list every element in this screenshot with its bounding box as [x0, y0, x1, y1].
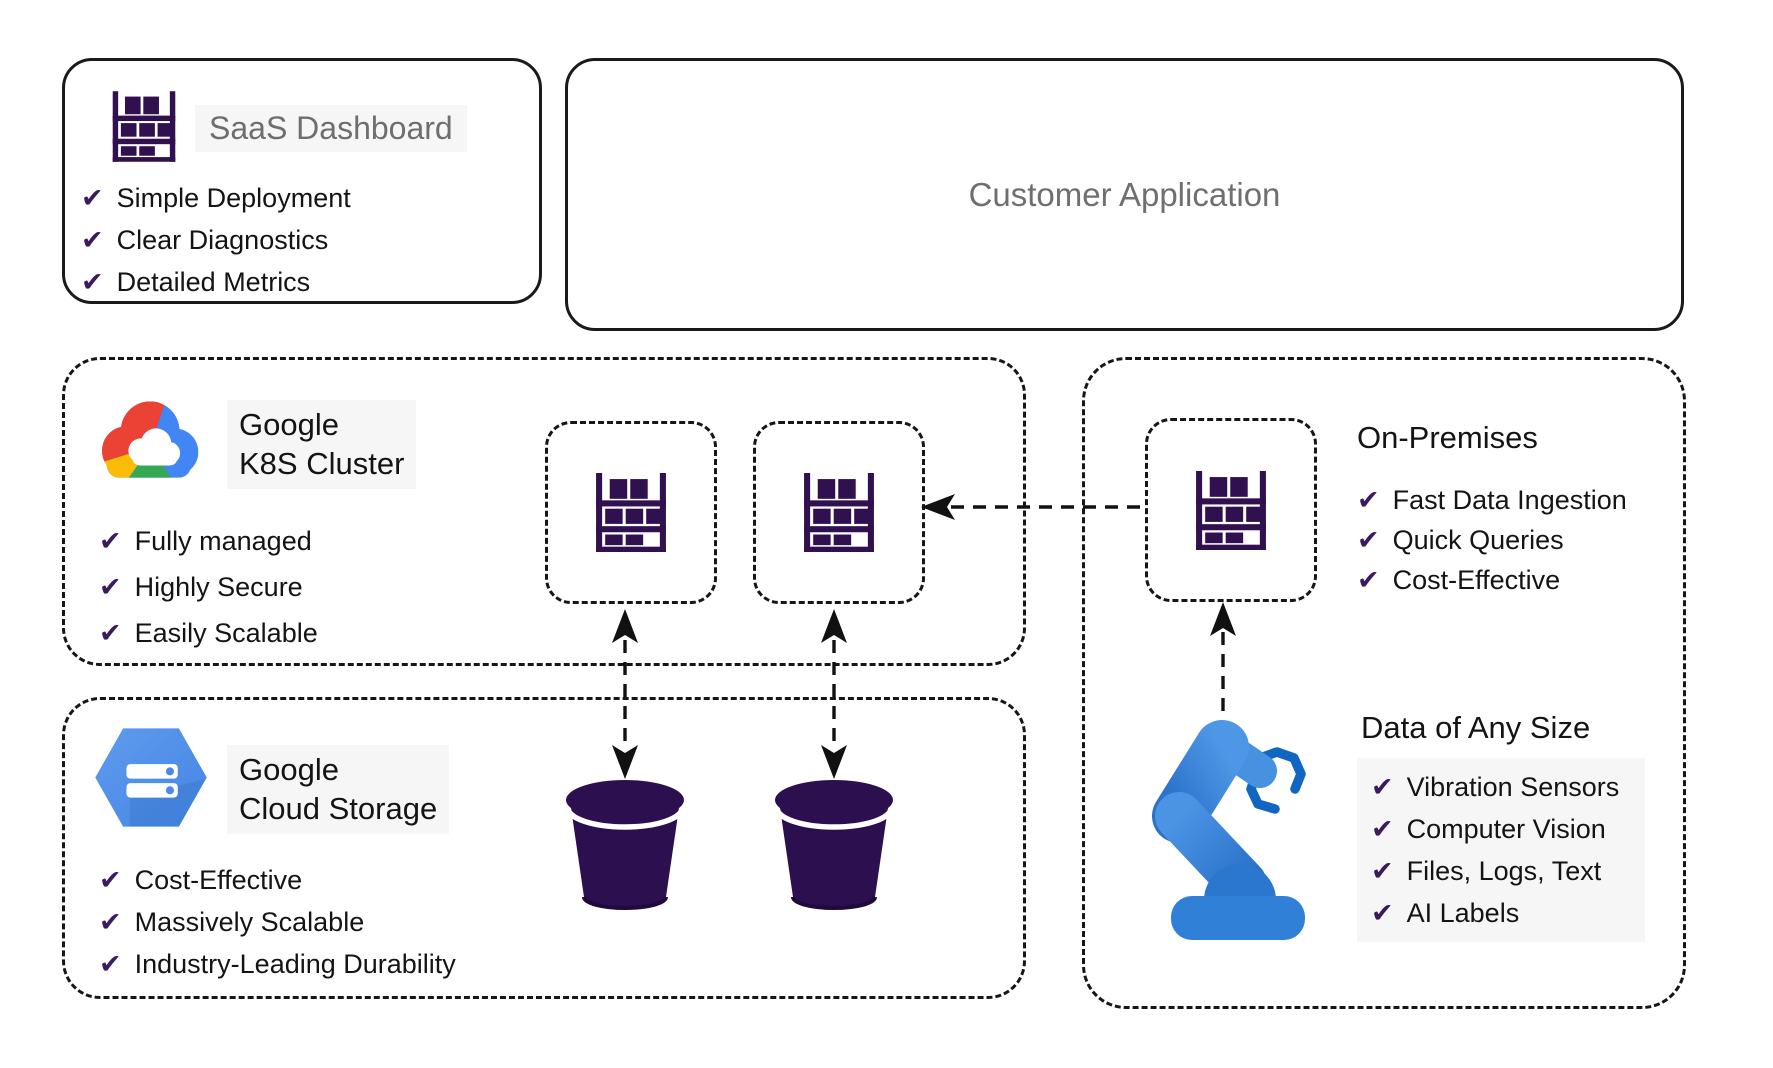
- check-item: ✔ Massively Scalable: [99, 905, 456, 939]
- google-k8s-cluster-box: Google K8S Cluster ✔ Fully managed ✔ Hig…: [62, 357, 1026, 666]
- check-item: ✔ Files, Logs, Text: [1371, 854, 1631, 888]
- on-premises-checklist: ✔ Fast Data Ingestion ✔ Quick Queries ✔ …: [1357, 483, 1627, 603]
- storage-shelf-icon: [1193, 471, 1269, 550]
- check-item: ✔ Cost-Effective: [99, 863, 456, 897]
- k8s-title-line1: Google: [239, 407, 339, 442]
- k8s-node-box-2: [753, 421, 925, 604]
- check-icon: ✔: [99, 525, 122, 557]
- check-icon: ✔: [99, 571, 122, 603]
- check-icon: ✔: [1371, 771, 1394, 803]
- check-icon: ✔: [1371, 855, 1394, 887]
- k8s-checklist: ✔ Fully managed ✔ Highly Secure ✔ Easily…: [99, 524, 318, 662]
- check-icon: ✔: [99, 948, 122, 980]
- check-item: ✔ Computer Vision: [1371, 812, 1631, 846]
- google-cloud-storage-box: Google Cloud Storage ✔ Cost-Effective ✔ …: [62, 697, 1026, 999]
- check-item: ✔ Cost-Effective: [1357, 563, 1627, 597]
- check-item-label: Files, Logs, Text: [1406, 855, 1602, 886]
- robot-arm-icon: [1152, 720, 1306, 940]
- check-item: ✔ Highly Secure: [99, 570, 318, 604]
- check-item: ✔ Clear Diagnostics: [81, 223, 351, 257]
- check-item-label: Fast Data Ingestion: [1392, 484, 1627, 515]
- check-item-label: Massively Scalable: [134, 906, 365, 937]
- check-item: ✔ Quick Queries: [1357, 523, 1627, 557]
- check-icon: ✔: [81, 182, 104, 214]
- storage-shelf-icon: [801, 473, 877, 552]
- gcs-checklist: ✔ Cost-Effective ✔ Massively Scalable ✔ …: [99, 863, 456, 989]
- on-premises-title: On-Premises: [1357, 420, 1538, 455]
- check-item-label: Cost-Effective: [134, 864, 303, 895]
- check-icon: ✔: [1357, 524, 1380, 556]
- check-item-label: Easily Scalable: [134, 617, 318, 648]
- storage-bucket-icon: [772, 778, 896, 910]
- check-icon: ✔: [81, 266, 104, 298]
- check-item: ✔ Easily Scalable: [99, 616, 318, 650]
- gcs-title-line1: Google: [239, 752, 339, 787]
- gcs-title-line2: Cloud Storage: [239, 791, 438, 827]
- k8s-box-title: Google K8S Cluster: [227, 400, 417, 489]
- storage-shelf-icon: [110, 91, 178, 162]
- check-item-label: Vibration Sensors: [1406, 771, 1620, 802]
- saas-box-title: SaaS Dashboard: [195, 105, 467, 152]
- check-item-label: Quick Queries: [1392, 524, 1564, 555]
- check-item-label: Clear Diagnostics: [116, 224, 329, 255]
- saas-dashboard-box: SaaS Dashboard ✔ Simple Deployment ✔ Cle…: [62, 58, 542, 304]
- check-icon: ✔: [99, 617, 122, 649]
- check-item-label: Cost-Effective: [1392, 564, 1561, 595]
- check-item-label: Highly Secure: [134, 571, 303, 602]
- customer-application-title: Customer Application: [968, 175, 1281, 213]
- check-icon: ✔: [81, 224, 104, 256]
- google-cloud-logo: [102, 401, 199, 478]
- data-of-any-size-checklist: ✔ Vibration Sensors ✔ Computer Vision ✔ …: [1357, 758, 1645, 942]
- check-icon: ✔: [99, 906, 122, 938]
- k8s-title-line2: K8S Cluster: [239, 446, 405, 482]
- check-item: ✔ Fast Data Ingestion: [1357, 483, 1627, 517]
- check-item: ✔ Detailed Metrics: [81, 265, 351, 299]
- check-item-label: AI Labels: [1406, 897, 1520, 928]
- check-icon: ✔: [1371, 897, 1394, 929]
- check-item-label: Industry-Leading Durability: [134, 948, 456, 979]
- check-item: ✔ Vibration Sensors: [1371, 770, 1631, 804]
- check-icon: ✔: [1357, 564, 1380, 596]
- check-item-label: Detailed Metrics: [116, 266, 311, 297]
- check-item-label: Simple Deployment: [116, 182, 351, 213]
- storage-shelf-icon: [593, 473, 669, 552]
- saas-checklist: ✔ Simple Deployment ✔ Clear Diagnostics …: [81, 181, 351, 307]
- check-item-label: Fully managed: [134, 525, 312, 556]
- check-item: ✔ Simple Deployment: [81, 181, 351, 215]
- on-premises-node-box: [1145, 418, 1317, 602]
- check-item: ✔ Fully managed: [99, 524, 318, 558]
- check-item-label: Computer Vision: [1406, 813, 1606, 844]
- gcs-box-title: Google Cloud Storage: [227, 745, 450, 834]
- check-icon: ✔: [1357, 484, 1380, 516]
- check-item: ✔ Industry-Leading Durability: [99, 947, 456, 981]
- customer-application-box: Customer Application: [565, 58, 1684, 331]
- k8s-node-box-1: [545, 421, 717, 604]
- check-item: ✔ AI Labels: [1371, 896, 1631, 930]
- check-icon: ✔: [1371, 813, 1394, 845]
- on-premises-container-box: On-Premises ✔ Fast Data Ingestion ✔ Quic…: [1082, 357, 1686, 1009]
- cloud-storage-hexagon-icon: [95, 728, 207, 827]
- storage-bucket-icon: [563, 778, 687, 910]
- check-icon: ✔: [99, 864, 122, 896]
- data-of-any-size-title: Data of Any Size: [1361, 710, 1591, 745]
